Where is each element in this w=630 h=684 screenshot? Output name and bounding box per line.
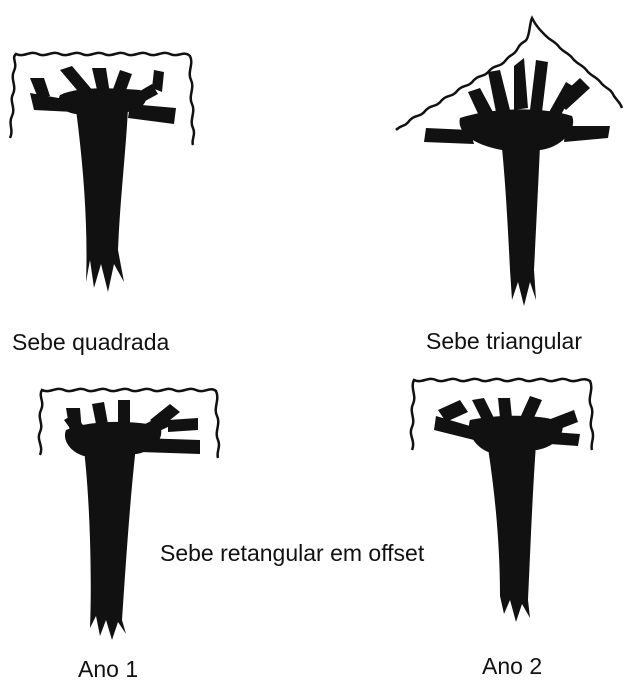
square-hedge-tree [8, 51, 196, 292]
offset-hedge-outline-year-2 [409, 377, 595, 451]
caption-year-2: Ano 2 [482, 653, 543, 679]
triangular-hedge-outline [395, 15, 624, 131]
triangular-hedge-tree [395, 15, 624, 306]
offset-hedge-tree-year-2 [409, 377, 595, 622]
square-hedge-outline [8, 51, 196, 146]
offset-hedge-outline-year-1 [37, 387, 221, 459]
caption-year-1: Ano 1 [78, 656, 139, 682]
caption-offset-rectangular-hedge: Sebe retangular em offset [160, 540, 425, 566]
caption-triangular-hedge: Sebe triangular [426, 328, 582, 354]
caption-square-hedge: Sebe quadrada [12, 329, 170, 355]
offset-hedge-tree-year-1 [37, 387, 221, 640]
